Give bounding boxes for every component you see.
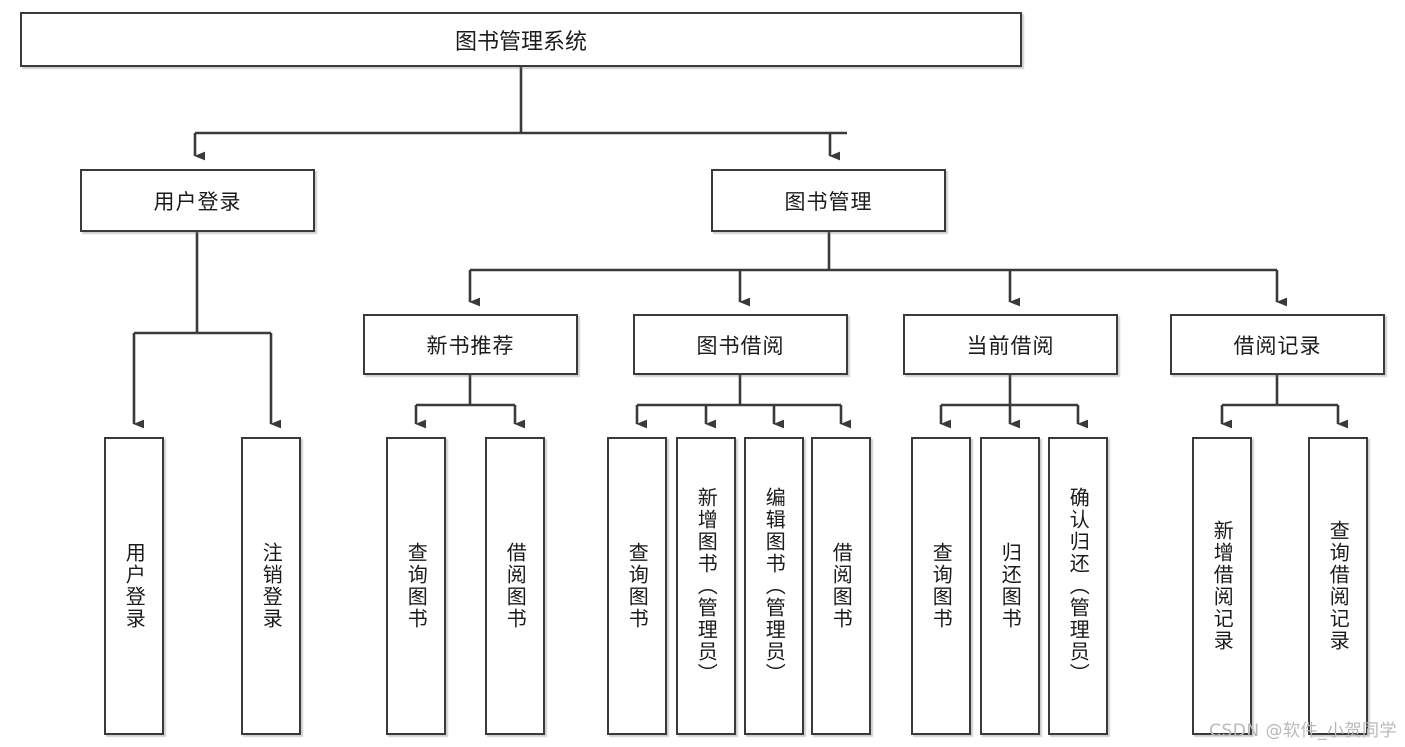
leaf-query-book-borrow[interactable]: 查询图书 [607, 437, 667, 735]
leaf-user-login[interactable]: 用户登录 [104, 437, 164, 735]
leaf-label: 注销登录 [259, 542, 284, 630]
node-root-system[interactable]: 图书管理系统 [20, 12, 1022, 67]
node-label: 用户登录 [153, 189, 242, 214]
watermark-text: CSDN @软件_小贺同学 [1209, 721, 1397, 741]
leaf-label: 新增图书（管理员） [694, 487, 719, 685]
node-label: 图书借阅 [696, 333, 785, 358]
leaf-label: 查询借阅记录 [1326, 520, 1351, 652]
node-label: 图书管理系统 [454, 29, 587, 55]
leaf-borrow-book-new[interactable]: 借阅图书 [485, 437, 545, 735]
leaf-borrow-book[interactable]: 借阅图书 [811, 437, 871, 735]
leaf-label: 用户登录 [122, 542, 147, 630]
node-current-borrow[interactable]: 当前借阅 [903, 314, 1118, 375]
leaf-label: 新增借阅记录 [1210, 520, 1235, 652]
node-user-login[interactable]: 用户登录 [80, 169, 315, 232]
node-label: 当前借阅 [966, 333, 1055, 358]
leaf-add-book-admin[interactable]: 新增图书（管理员） [676, 437, 736, 735]
node-book-management[interactable]: 图书管理 [711, 169, 946, 232]
leaf-logout-login[interactable]: 注销登录 [241, 437, 301, 735]
leaf-label: 查询图书 [625, 542, 650, 630]
leaf-label: 编辑图书（管理员） [762, 487, 787, 685]
leaf-label: 确认归还（管理员） [1066, 487, 1091, 685]
node-book-borrow[interactable]: 图书借阅 [633, 314, 848, 375]
leaf-label: 查询图书 [929, 542, 954, 630]
leaf-return-book[interactable]: 归还图书 [980, 437, 1040, 735]
node-borrow-record[interactable]: 借阅记录 [1170, 314, 1385, 375]
leaf-label: 借阅图书 [829, 542, 854, 630]
leaf-label: 借阅图书 [503, 542, 528, 630]
node-label: 图书管理 [784, 189, 873, 214]
leaf-label: 归还图书 [998, 542, 1023, 630]
node-label: 借阅记录 [1233, 333, 1322, 358]
leaf-add-borrow-record[interactable]: 新增借阅记录 [1192, 437, 1252, 735]
node-label: 新书推荐 [426, 333, 515, 358]
leaf-query-book-current[interactable]: 查询图书 [911, 437, 971, 735]
leaf-edit-book-admin[interactable]: 编辑图书（管理员） [744, 437, 804, 735]
node-new-book-recommend[interactable]: 新书推荐 [363, 314, 578, 375]
leaf-query-book-new[interactable]: 查询图书 [386, 437, 446, 735]
leaf-query-borrow-record[interactable]: 查询借阅记录 [1308, 437, 1368, 735]
leaf-confirm-return-admin[interactable]: 确认归还（管理员） [1048, 437, 1108, 735]
leaf-label: 查询图书 [404, 542, 429, 630]
